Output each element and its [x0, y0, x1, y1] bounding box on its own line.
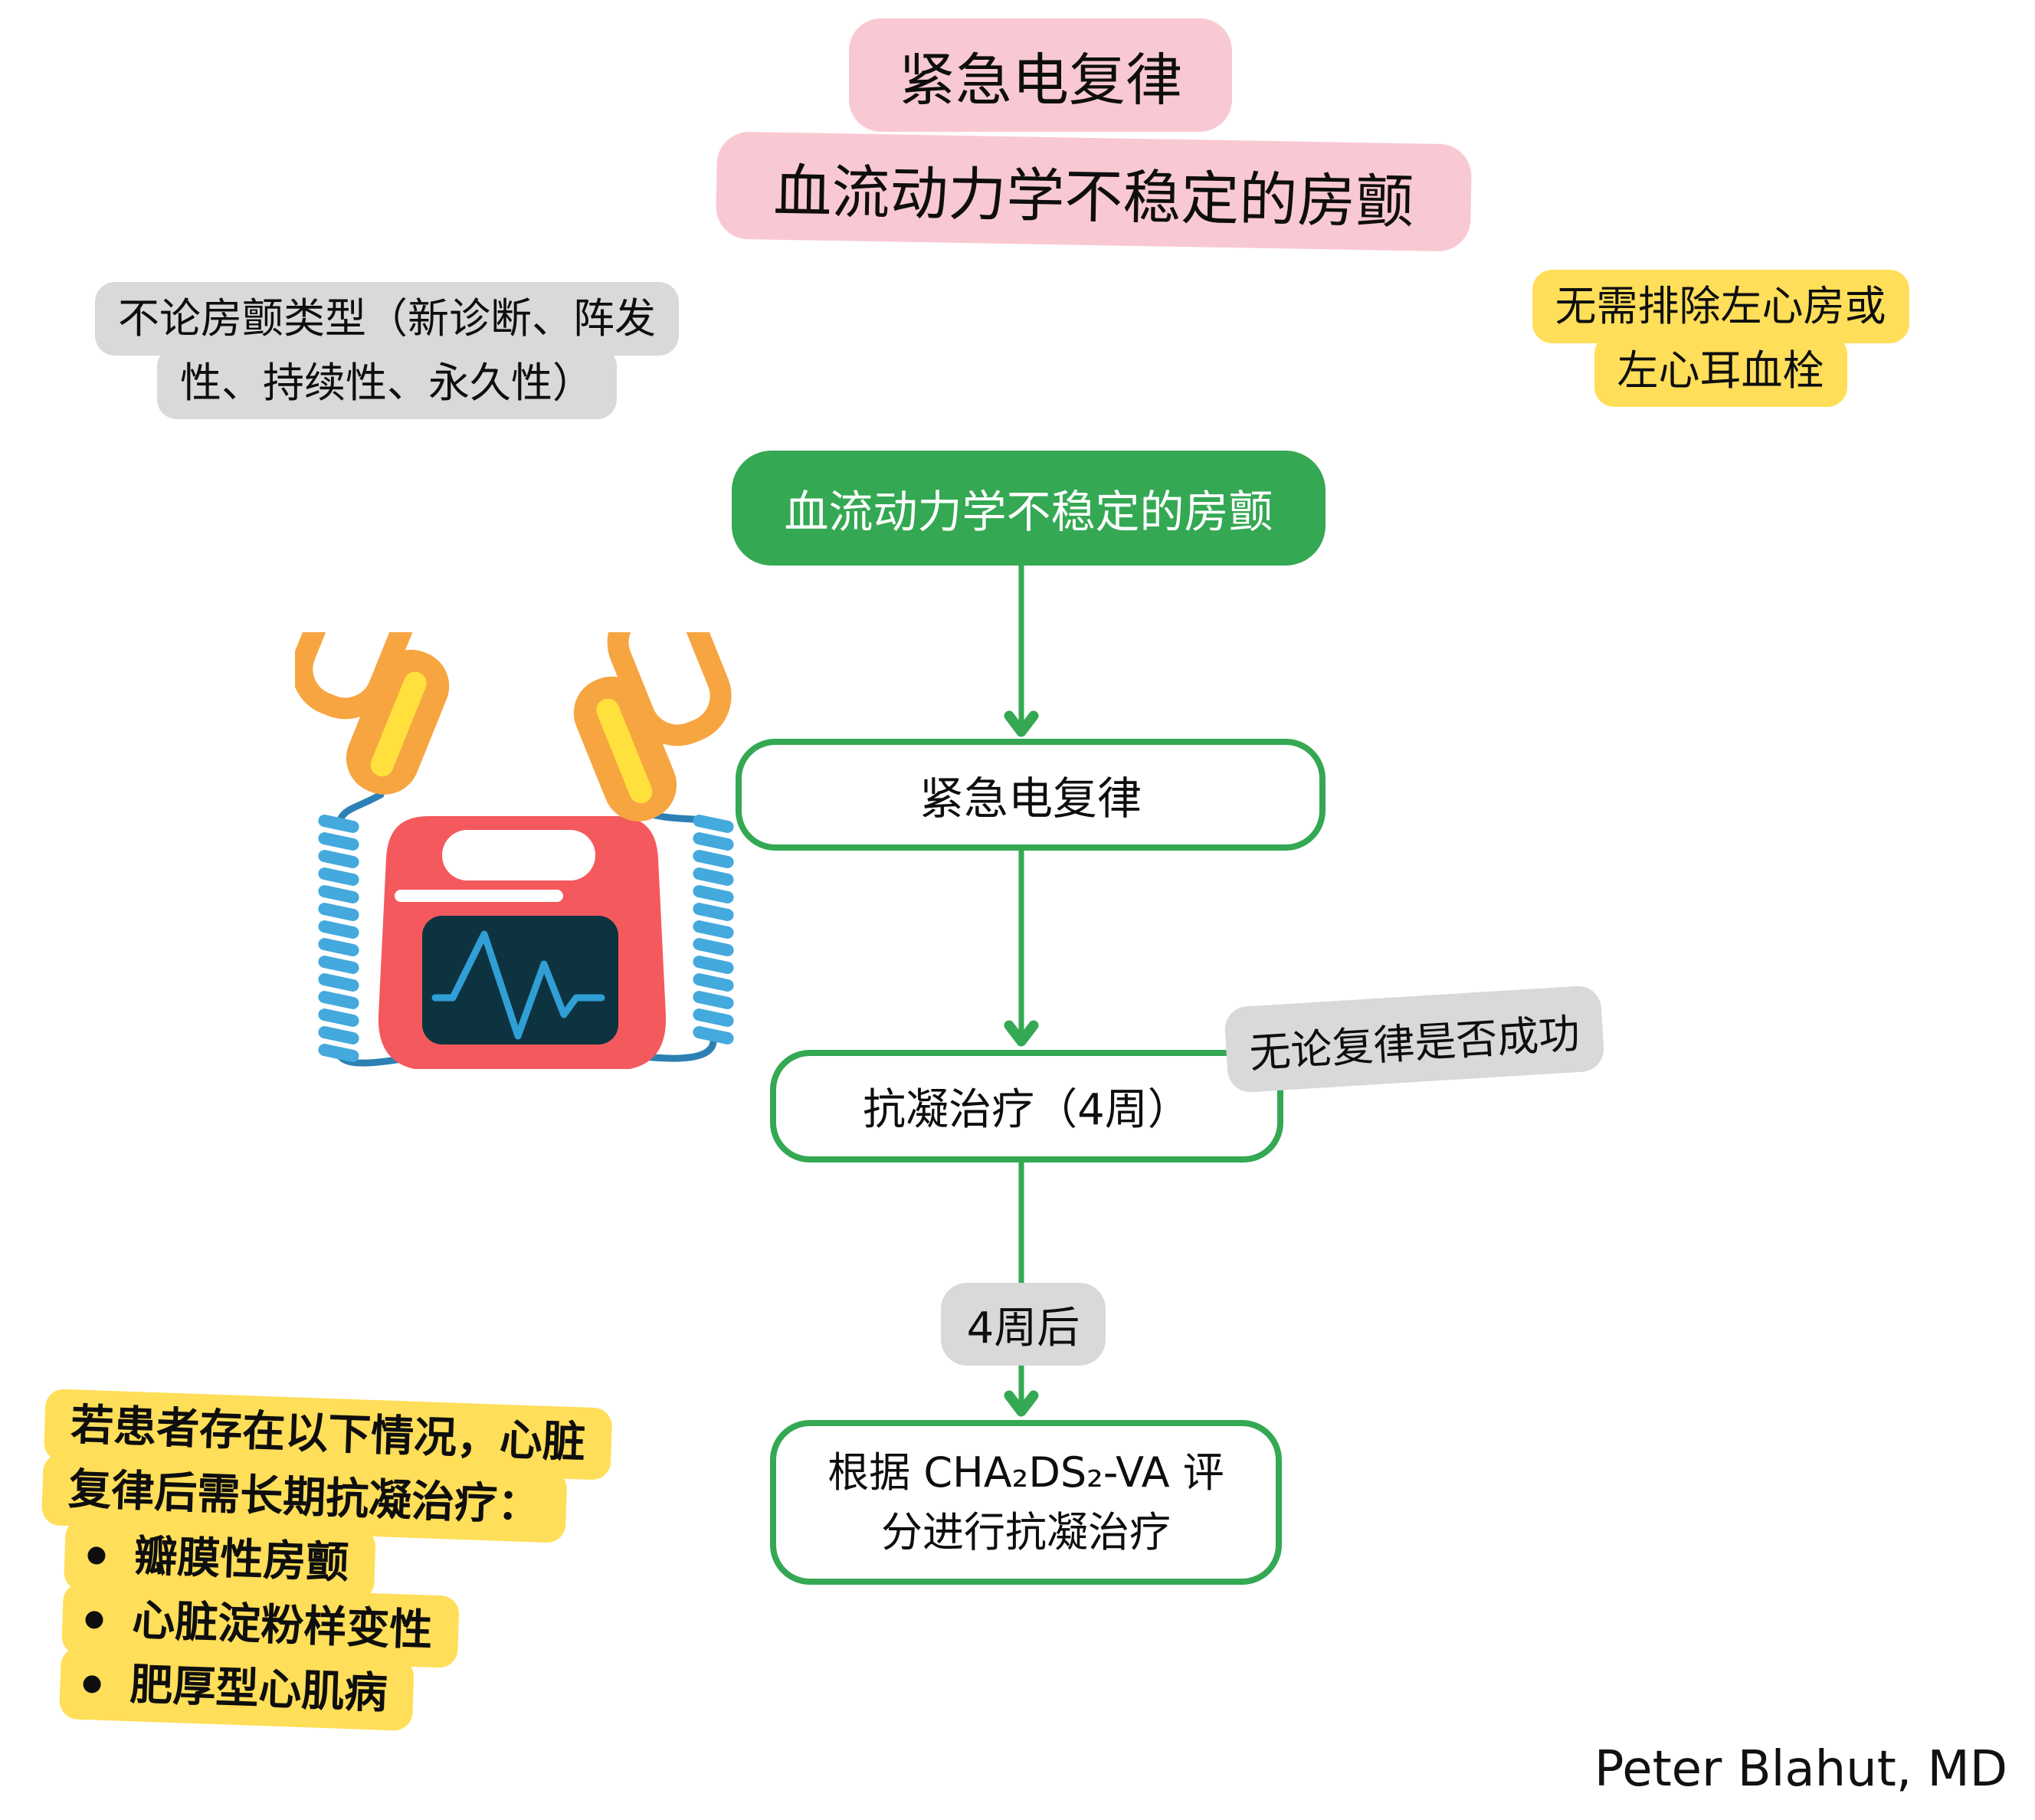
longterm-item-3: 肥厚型心肌病 — [129, 1660, 388, 1719]
note-regardless-badge: 无论复律是否成功 — [1224, 985, 1605, 1094]
page-title-badge: 紧急电复律 — [849, 18, 1232, 132]
flow-step-score-line2: 分进行抗凝治疗 — [880, 1507, 1171, 1556]
flow-start-box: 血流动力学不稳定的房颤 — [732, 451, 1326, 566]
note-af-types: 不论房颤类型（新诊断、阵发 性、持续性、永久性） — [50, 282, 724, 419]
defib-coil-left-icon — [316, 813, 361, 1064]
flow-step-cha2ds2va-box: 根据 CHA₂DS₂-VA 评 分进行抗凝治疗 — [770, 1420, 1282, 1585]
note-af-types-line2: 性、持续性、永久性） — [157, 346, 617, 419]
note-no-thrombus: 无需排除左心房或 左心耳血栓 — [1500, 270, 1941, 407]
note-regardless-label: 无论复律是否成功 — [1247, 1008, 1581, 1077]
flow-step-score-line1: 根据 CHA₂DS₂-VA 评 — [827, 1448, 1224, 1497]
bullet-dot-icon — [87, 1546, 106, 1565]
defib-coil-right-icon — [691, 813, 736, 1046]
label-after-4-weeks: 4周后 — [941, 1283, 1106, 1366]
flow-start-label: 血流动力学不稳定的房颤 — [784, 486, 1273, 538]
defib-ecg-wave-icon — [431, 930, 605, 1040]
credit-author: Peter Blahut, MD — [1594, 1741, 2007, 1798]
longterm-item-1: 瓣膜性房颤 — [133, 1531, 350, 1589]
bullet-dot-icon — [85, 1610, 103, 1629]
label-after-4-weeks-text: 4周后 — [966, 1303, 1080, 1353]
bullet-dot-icon — [83, 1674, 101, 1694]
flow-step-anticoagulation-box: 抗凝治疗（4周） — [770, 1050, 1283, 1163]
defibrillator-illustration — [295, 632, 736, 1069]
page-title: 紧急电复律 — [899, 47, 1182, 113]
flow-step-cardioversion-box: 紧急电复律 — [736, 739, 1326, 851]
arrow-down-icon — [998, 562, 1044, 737]
defib-paddle-left-icon — [295, 632, 450, 795]
subtitle: 血流动力学不稳定的房颤 — [772, 156, 1415, 237]
note-af-types-line1: 不论房颤类型（新诊断、阵发 — [95, 282, 679, 356]
defib-body — [378, 816, 667, 1069]
note-no-thrombus-line1: 无需排除左心房或 — [1532, 270, 1909, 343]
subtitle-badge: 血流动力学不稳定的房颤 — [715, 131, 1473, 252]
note-no-thrombus-line2: 左心耳血栓 — [1594, 333, 1847, 407]
flow-step-cardioversion-label: 紧急电复律 — [919, 772, 1142, 825]
arrow-down-icon — [998, 851, 1044, 1047]
flow-step-anticoagulation-label: 抗凝治疗（4周） — [863, 1085, 1191, 1135]
longterm-anticoagulation-note: 若患者存在以下情况，心脏 复律后需长期抗凝治疗： 瓣膜性房颤 心脏淀粉样变性 肥… — [34, 1389, 765, 1743]
longterm-item-2: 心脏淀粉样变性 — [131, 1595, 434, 1656]
defib-paddle-right-icon — [573, 632, 732, 821]
